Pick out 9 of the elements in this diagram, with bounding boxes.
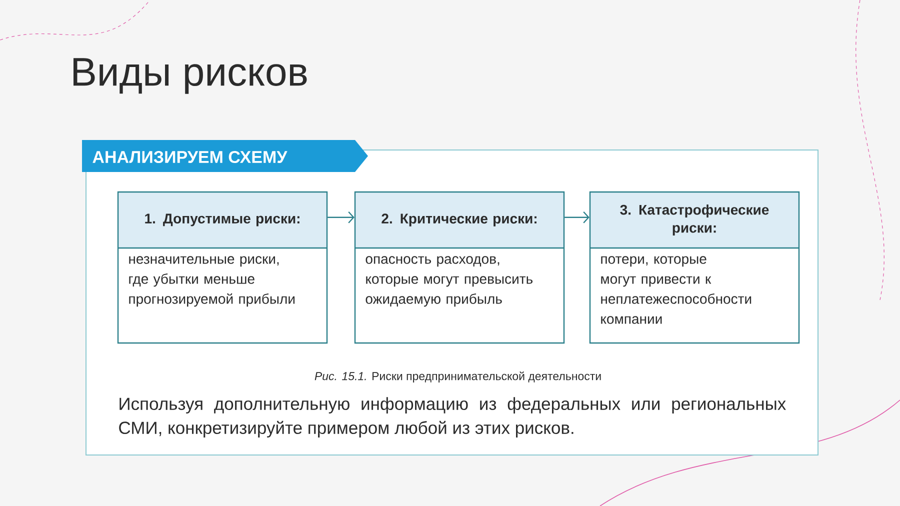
banner: АНАЛИЗИРУЕМ СХЕМУ [82,140,368,172]
task-text: Используя дополнительную информацию из федеральных или региональных СМИ, конкретизируйте примером любой из этих рисков. [119,397,786,438]
risk-box: 3. Катастрофические риски: потери, которые могут привести к неплатежеспособности компании [589,191,800,344]
risk-box: 1. Допустимые риски: незначительные риски, где убытки меньше прогнозируемой прибыли [117,191,328,344]
risk-box: 2. Критические риски: опасность расходов, которые могут превысить ожидаемую прибыль [354,191,565,344]
arrow [564,212,590,224]
arrow [328,212,354,224]
figure-caption: Рис. 15.1. Риски предпринимательской деятельности [314,372,601,382]
slide-title: Виды рисков [74,58,307,94]
